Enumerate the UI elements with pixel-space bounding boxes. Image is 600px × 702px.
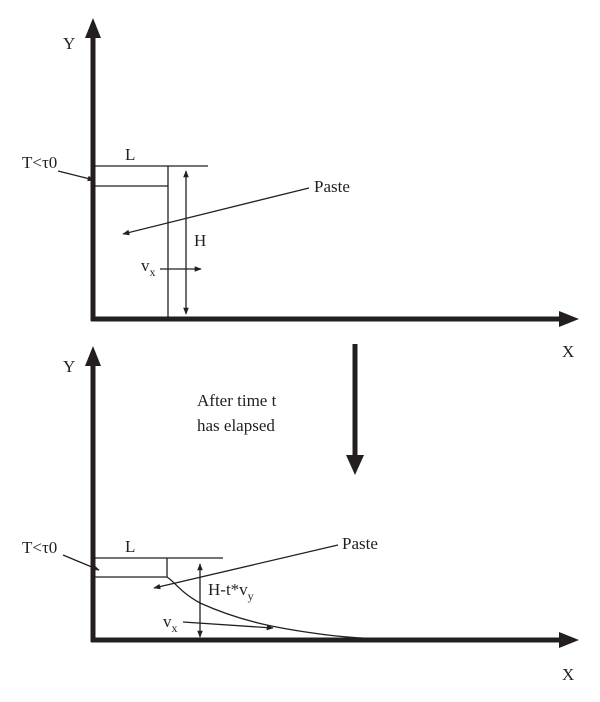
- bottom-paste-profile-curve: [166, 576, 414, 641]
- transition-text-line2: has elapsed: [197, 416, 275, 435]
- bottom-paste-label: Paste: [342, 534, 378, 553]
- bottom-x-axis-arrowhead: [559, 632, 579, 648]
- top-x-axis-label: X: [562, 342, 574, 361]
- top-height-label: H: [194, 231, 206, 250]
- top-velocity-label: vx: [141, 256, 156, 279]
- transition-arrowhead: [346, 455, 364, 475]
- top-y-axis-arrowhead: [85, 18, 101, 38]
- bottom-y-axis-label: Y: [63, 357, 75, 376]
- bottom-shear-label: T<τ0: [22, 538, 57, 557]
- top-x-axis-arrowhead: [559, 311, 579, 327]
- top-shear-arrow: [57, 170, 95, 182]
- bottom-x-axis-label: X: [562, 665, 574, 684]
- bottom-height-label: H-t*vy: [208, 580, 254, 603]
- top-paste-label: Paste: [314, 177, 350, 196]
- bottom-velocity-arrow: [182, 621, 274, 631]
- transition: After time t has elapsed: [197, 344, 364, 475]
- bottom-length-label: L: [125, 537, 135, 556]
- top-paste-arrow: [122, 187, 310, 236]
- top-y-axis-label: Y: [63, 34, 75, 53]
- bottom-panel: Y X L T<τ0 H-t*vy Paste vx: [22, 346, 579, 684]
- bottom-paste-arrow: [153, 544, 339, 590]
- bottom-shear-arrow: [62, 554, 100, 571]
- bottom-velocity-label: vx: [163, 612, 178, 635]
- top-panel: Y X L T<τ0 H Paste vx: [22, 18, 579, 361]
- transition-text-line1: After time t: [197, 391, 277, 410]
- top-shear-label: T<τ0: [22, 153, 57, 172]
- bottom-y-axis-arrowhead: [85, 346, 101, 366]
- top-length-label: L: [125, 145, 135, 164]
